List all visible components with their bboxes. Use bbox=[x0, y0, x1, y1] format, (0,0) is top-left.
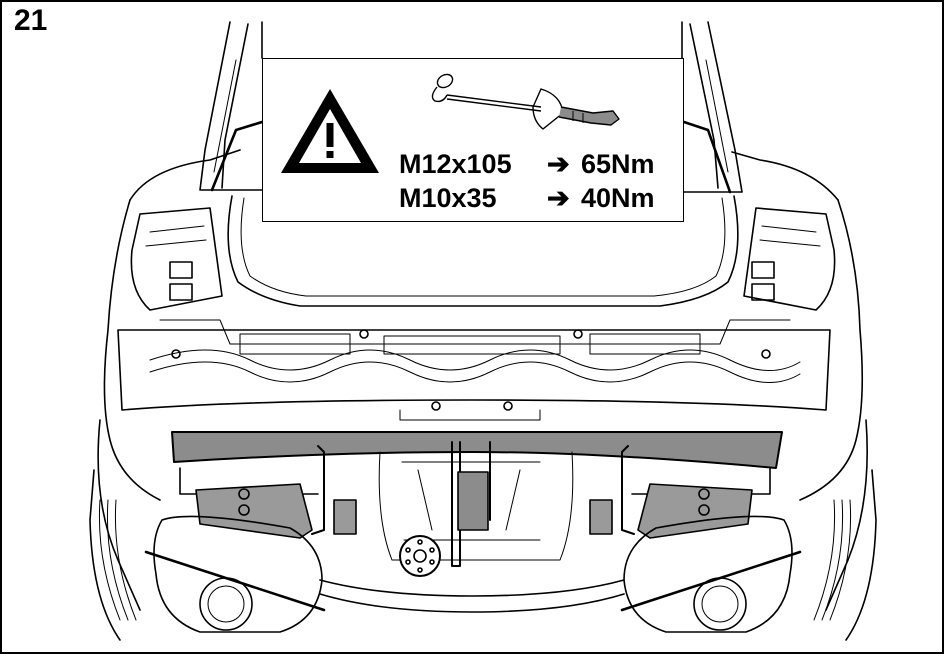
tow-bar-cross-beam bbox=[171, 431, 783, 469]
torque-callout-box: M12x105 ➔ 65Nm M10x35 ➔ 40Nm bbox=[262, 58, 684, 222]
warning-triangle-icon bbox=[281, 89, 379, 173]
rear-panel bbox=[117, 319, 831, 421]
torque-spec-row: M12x105 ➔ 65Nm bbox=[399, 149, 655, 179]
open-tailgate bbox=[199, 21, 743, 193]
torque-wrench-icon bbox=[431, 73, 620, 130]
step-number: 21 bbox=[14, 4, 48, 37]
torque-spec-row: M10x35 ➔ 40Nm bbox=[399, 183, 655, 213]
exhaust-pipe bbox=[319, 579, 625, 613]
tow-ball-neck bbox=[451, 441, 491, 567]
trunk-opening bbox=[227, 195, 739, 307]
tailgate-struts bbox=[210, 120, 732, 194]
torque-value: 65Nm bbox=[581, 149, 655, 179]
arrow-icon: ➔ bbox=[547, 149, 570, 179]
rear-tires bbox=[98, 499, 852, 621]
bracket-right bbox=[589, 445, 771, 539]
tail-light-right bbox=[743, 207, 836, 311]
bolt-size: M12x105 bbox=[399, 149, 512, 179]
bracket-left bbox=[179, 445, 357, 539]
car-body bbox=[89, 149, 877, 641]
muffler-left bbox=[144, 515, 326, 633]
electrical-socket bbox=[399, 535, 441, 577]
tail-light-left bbox=[130, 207, 223, 311]
bolt-size: M10x35 bbox=[399, 183, 497, 213]
muffler-right bbox=[620, 515, 802, 633]
arrow-icon: ➔ bbox=[547, 183, 570, 213]
torque-value: 40Nm bbox=[581, 183, 655, 213]
